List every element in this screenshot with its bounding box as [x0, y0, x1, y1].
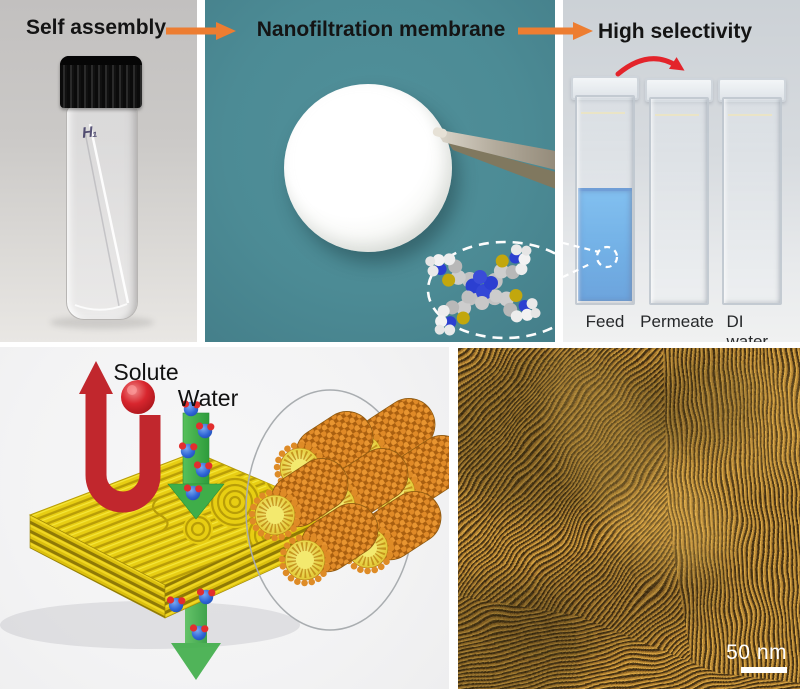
step-label-self-assembly: Self assembly [25, 16, 167, 39]
glass-reflection [581, 112, 625, 114]
glass-reflection [728, 114, 772, 116]
panel-nanofiltration-membrane: Nanofiltration membrane [205, 0, 555, 342]
panel-afm-image: 50 nm [458, 348, 800, 689]
scale-bar-label: 50 nm [726, 641, 787, 664]
panel-transport-schematic: Solute Water [0, 347, 449, 689]
membrane-disc [284, 84, 452, 252]
step-label-nanofiltration-membrane: Nanofiltration membrane [256, 18, 506, 41]
label-permeate: Permeate [640, 312, 714, 331]
vial-shadow [50, 316, 154, 329]
process-arrow-2-icon [518, 22, 593, 40]
vial-cap [60, 56, 142, 108]
vial-handwritten-label: H₁ [81, 123, 98, 142]
solute-sphere [121, 380, 155, 414]
space-filling-molecule [419, 238, 547, 342]
di-water-cuvette [722, 97, 782, 305]
label-feed: Feed [585, 312, 625, 331]
solute-rejection-arrow-icon [79, 361, 161, 513]
scale-bar [741, 667, 787, 673]
mat-shadow [0, 601, 300, 649]
permeate-cuvette [649, 97, 709, 305]
label-solute: Solute [113, 359, 178, 385]
glass-vial [66, 106, 138, 320]
afm-grain-overlay [458, 348, 800, 689]
tweezers-icon [432, 127, 555, 189]
step-label-high-selectivity: High selectivity [597, 20, 753, 43]
molecule-inset [419, 238, 555, 342]
vial-gel-interface [74, 123, 130, 311]
pour-arrow-icon [615, 56, 685, 77]
feed-cuvette [575, 95, 635, 305]
glass-reflection [655, 114, 699, 116]
micelle-bundle [252, 389, 449, 583]
label-water: Water [178, 385, 239, 411]
label-di-water: DI water [726, 312, 769, 342]
solute-highlight [127, 385, 137, 395]
process-arrow-1-icon [166, 22, 236, 40]
dashed-ellipse [426, 240, 555, 340]
panel-self-assembly: H₁ Self assembly [0, 0, 197, 342]
solute-callout-dashes [563, 241, 619, 278]
